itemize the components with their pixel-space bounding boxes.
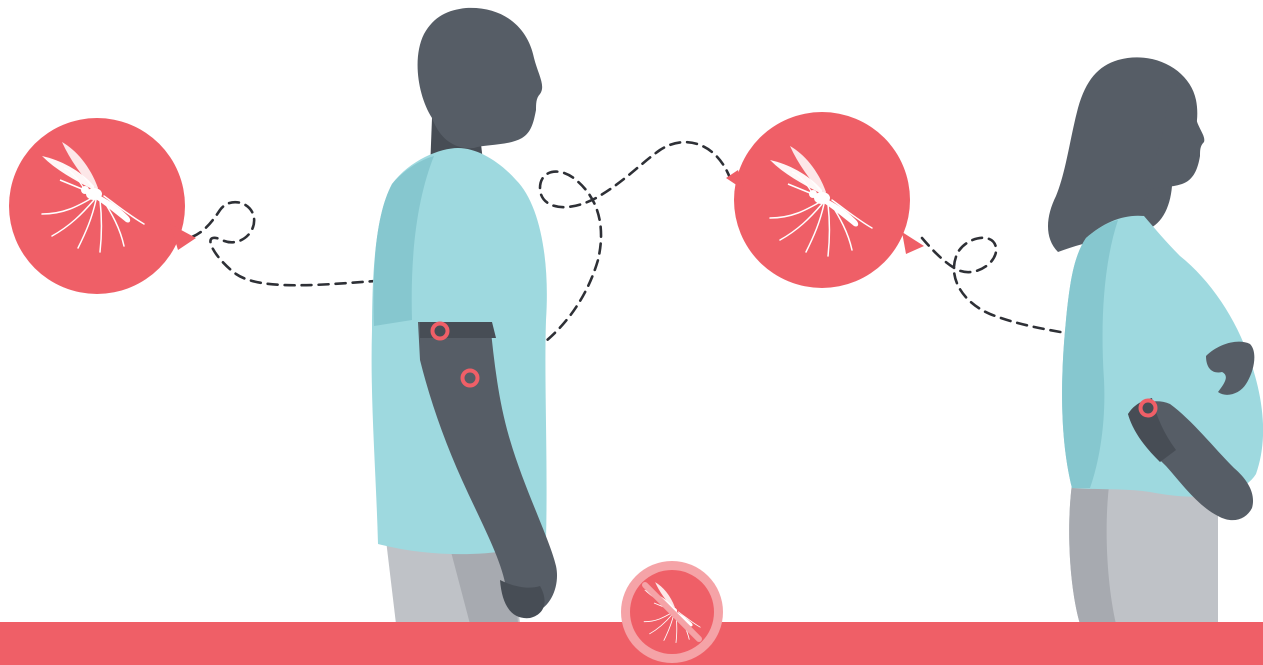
mosquito-bubble-left <box>9 118 196 294</box>
pregnant-woman-figure <box>1048 57 1263 624</box>
mosquito-bubble-middle <box>726 112 924 288</box>
man-figure <box>372 8 557 624</box>
no-mosquito-badge <box>621 561 723 663</box>
